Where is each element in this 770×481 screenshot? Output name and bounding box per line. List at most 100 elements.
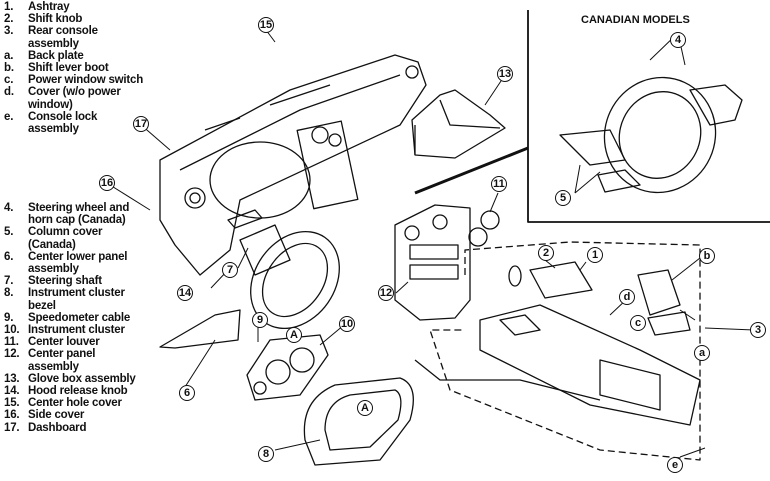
legend-text: Side cover	[28, 409, 85, 422]
legend-item: 15. Center hole cover	[4, 397, 136, 409]
callout-c: c	[630, 315, 646, 331]
legend-item: c.Power window switch	[4, 74, 143, 86]
legend-key: d.	[4, 86, 14, 99]
callout-a: a	[694, 345, 710, 361]
rear-console-bracket	[429, 241, 701, 461]
legend-key: 4.	[4, 202, 14, 214]
legend-item: 17. Dashboard	[4, 422, 136, 434]
legend-text: Console lock assembly	[28, 110, 98, 136]
legend-bottom: 4.Steering wheel and horn cap (Canada)5.…	[4, 202, 136, 434]
legend-text: Shift knob	[28, 13, 83, 26]
callout-3: 3	[750, 322, 766, 338]
callout-d: d	[619, 289, 635, 305]
legend-key: 10.	[4, 324, 20, 337]
dashboard-drawing	[159, 54, 427, 276]
legend-text: Steering shaft	[28, 275, 102, 288]
legend-text: Center hole cover	[28, 397, 122, 410]
legend-key: 14.	[4, 385, 20, 398]
legend-key: 7.	[4, 275, 14, 288]
callout-17: 17	[133, 116, 149, 132]
legend-text: Ashtray	[28, 1, 70, 13]
cluster-bezel-drawing	[303, 377, 414, 466]
legend-key: 15.	[4, 397, 20, 410]
legend-key: 12.	[4, 348, 20, 361]
callout-A-bezel: A	[357, 400, 373, 416]
legend-key: 13.	[4, 372, 20, 385]
legend-text: Hood release knob	[28, 385, 128, 398]
legend-item: 14. Hood release knob	[4, 385, 136, 397]
legend-item: d. Cover (w/o power window)	[4, 86, 143, 110]
callout-15: 15	[258, 17, 274, 33]
legend-text: Dashboard	[28, 421, 87, 434]
instrument-cluster-drawing	[246, 334, 329, 401]
legend-text: Steering wheel and horn cap (Canada)	[28, 202, 130, 227]
callout-5: 5	[555, 190, 571, 206]
callout-8: 8	[258, 446, 274, 462]
callout-7: 7	[222, 262, 238, 278]
callout-11: 11	[491, 176, 507, 192]
legend-key: a.	[4, 49, 14, 62]
ashtray-drawing	[529, 261, 593, 299]
legend-key: 17.	[4, 421, 20, 434]
callout-12: 12	[378, 285, 394, 301]
legend-key: 1.	[4, 1, 14, 13]
shift-boot-drawing	[637, 269, 681, 316]
legend-item: e. Console lock assembly	[4, 111, 143, 135]
legend-text: Speedometer cable	[28, 311, 131, 324]
shift-knob-drawing	[508, 265, 522, 287]
legend-key: 3.	[4, 25, 14, 38]
legend-key: e.	[4, 110, 14, 123]
legend-key: 5.	[4, 226, 14, 239]
legend-item: 9. Speedometer cable	[4, 312, 136, 324]
callout-4: 4	[670, 32, 686, 48]
divider-line	[414, 146, 529, 195]
legend-item: 13. Glove box assembly	[4, 373, 136, 385]
inset-title: CANADIAN MODELS	[581, 14, 690, 26]
legend-item: 16. Side cover	[4, 409, 136, 421]
legend-item: 6. Center lower panel assembly	[4, 251, 136, 275]
legend-text: Instrument cluster bezel	[28, 287, 125, 312]
legend-item: 11. Center louver	[4, 336, 136, 348]
legend-top: 1. Ashtray 2. Shift knob 3. Rear console asse…	[4, 1, 143, 135]
legend-key: 9.	[4, 311, 14, 324]
legend-item: 2. Shift knob	[4, 13, 143, 25]
legend-text: Glove box assembly	[28, 372, 136, 385]
callout-16: 16	[99, 175, 115, 191]
legend-item: 10.Instrument cluster	[4, 324, 136, 336]
legend-key: 6.	[4, 250, 14, 263]
legend-key: 11.	[4, 336, 19, 349]
legend-text: Column cover (Canada)	[28, 226, 103, 251]
legend-key: 8.	[4, 287, 14, 300]
legend-text: Rear console assembly	[28, 25, 98, 50]
legend-text: Cover (w/o power window)	[28, 86, 121, 111]
legend-text: Back plate	[28, 49, 84, 62]
legend-text: Center louver	[28, 336, 100, 349]
legend-key: 16.	[4, 409, 20, 422]
legend-key: b.	[4, 62, 14, 75]
center-lower-panel-drawing	[159, 309, 241, 349]
legend-item: a. Back plate	[4, 50, 143, 62]
callout-b: b	[699, 248, 715, 264]
legend-item: 12. Center panel assembly	[4, 348, 136, 372]
legend-text: Shift lever boot	[28, 62, 109, 75]
callout-2: 2	[538, 245, 554, 261]
legend-text: Center lower panel assembly	[28, 250, 128, 276]
legend-text: Center panel assembly	[28, 348, 96, 373]
callout-1: 1	[587, 247, 603, 263]
glove-box-drawing	[411, 89, 506, 159]
callout-9: 9	[252, 312, 268, 328]
legend-key: c.	[4, 74, 14, 87]
legend-item: 5. Column cover (Canada)	[4, 226, 136, 250]
callout-14: 14	[177, 285, 193, 301]
legend-item: 7. Steering shaft	[4, 275, 136, 287]
inset-frame	[527, 10, 770, 223]
legend-item: 1. Ashtray	[4, 1, 143, 13]
rear-console-drawing	[414, 261, 701, 426]
center-panel-drawing	[394, 204, 471, 321]
legend-key: 2.	[4, 13, 14, 26]
legend-item: b. Shift lever boot	[4, 62, 143, 74]
callout-13: 13	[497, 66, 513, 82]
callout-6: 6	[179, 385, 195, 401]
back-plate-drawing	[647, 311, 691, 336]
